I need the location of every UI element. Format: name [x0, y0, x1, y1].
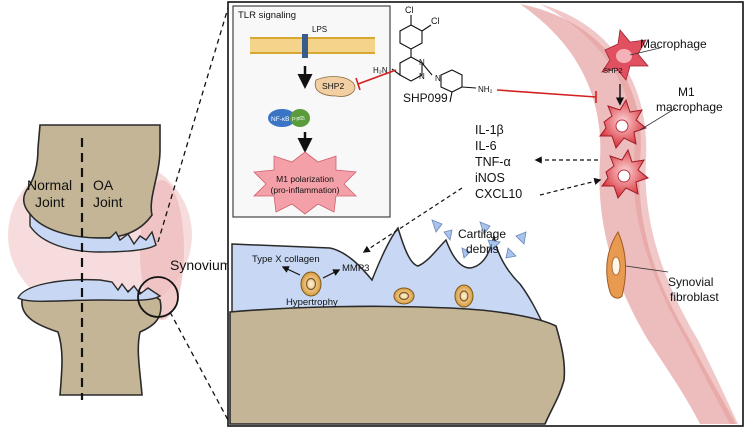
joint-illustration: Normal Joint OA Joint Synovium: [8, 7, 231, 421]
fibroblast-label-2: fibroblast: [670, 290, 719, 304]
p65-label: p-p65: [292, 116, 305, 122]
zoom-panel: Type X collagen MMP3 Hypertrophy Cartila…: [227, 1, 744, 427]
lps-label: LPS: [312, 25, 327, 34]
fibroblast-label-1: Synovial: [668, 275, 713, 289]
cl-atom-1: Cl: [405, 5, 414, 15]
shp099-structure: [391, 15, 477, 103]
cytokine-inos: iNOS: [475, 171, 505, 185]
cytokine-to-cartilage-arrow: [362, 187, 463, 253]
normal-joint-label-2: Joint: [35, 194, 65, 210]
cytokine-tnfa: TNF-α: [475, 155, 511, 169]
upper-cartilage: [29, 211, 157, 253]
hypertrophy-label: Hypertrophy: [286, 297, 338, 308]
oa-joint-label-1: OA: [93, 177, 114, 193]
m1-macrophage-1: [599, 98, 648, 150]
nfkb-protein: [268, 109, 296, 127]
nfkb-label: NF-κB: [271, 116, 289, 123]
cytokine-to-m1-arrow: [539, 177, 602, 196]
inhibition-to-shp2: [355, 69, 397, 91]
synovial-membrane-inner: [540, 4, 738, 424]
cytokine-cxcl10: CXCL10: [475, 187, 522, 201]
lower-cartilage: [17, 278, 162, 302]
p65-protein: [290, 109, 310, 127]
type-x-collagen-label: Type X collagen: [252, 254, 320, 265]
subchondral-bone: [229, 305, 566, 425]
shp099-label: SHP099: [403, 91, 448, 105]
cytokine-list: IL-1β IL-6 TNF-α iNOS CXCL10: [475, 123, 522, 201]
cartilage-debris-label-1: Cartilage: [458, 227, 506, 241]
m1-label-pointer: [639, 107, 677, 131]
macrophage-label-pointer: [629, 47, 661, 56]
cytokine-il1b: IL-1β: [475, 123, 504, 137]
cell-membrane: [250, 37, 375, 54]
m1-polarization-burst: [253, 151, 357, 215]
collagen-arrow: [281, 266, 301, 276]
normal-joint-label-1: Normal: [27, 177, 72, 193]
chondrocyte: [393, 287, 415, 305]
chondrocyte: [454, 284, 474, 308]
macrophage-shp2-label: SHP2: [603, 66, 623, 75]
inhibition-to-macrophage: [496, 89, 597, 103]
m1-macrophage-label-2: macrophage: [656, 100, 723, 114]
mmp3-arrow: [322, 269, 341, 279]
n-atom-2: N: [419, 72, 425, 81]
nh2-group: NH₂: [478, 85, 493, 94]
synovium-zoom-circle: [137, 276, 179, 318]
mmp3-label: MMP3: [342, 263, 369, 274]
cartilage-debris-label-2: debris: [466, 242, 499, 256]
n-atom-1: N: [419, 58, 425, 67]
synovium-label: Synovium: [170, 257, 231, 273]
zoom-line-bottom: [169, 311, 229, 421]
n-atom-3: N: [435, 74, 441, 83]
m1-polarization-label-2: (pro-inflammation): [271, 185, 340, 195]
cytokine-il6: IL-6: [475, 139, 497, 153]
m1-macrophage-2: [601, 148, 650, 200]
m1-polarization-label-1: M1 polarization: [276, 174, 334, 184]
synovial-fibroblast: [606, 230, 626, 299]
synovial-membrane: [520, 4, 736, 424]
h2n-group: H₂N: [373, 66, 388, 75]
hypertrophic-chondrocyte: [300, 271, 322, 297]
zoom-line-top: [157, 7, 229, 243]
shp2-label: SHP2: [322, 81, 344, 91]
oa-joint-label-2: Joint: [93, 194, 123, 210]
tlr-receptor: [302, 34, 308, 58]
shp2-protein: [314, 76, 356, 97]
tlr-signaling-panel: TLR signaling LPS SHP2 NF-κB p-p65 M1 po…: [232, 5, 391, 218]
fibroblast-label-pointer: [625, 265, 669, 273]
cartilage-debris: [431, 219, 527, 259]
tlr-panel-title: TLR signaling: [238, 10, 296, 21]
macrophage-label: Macrophage: [640, 37, 707, 51]
resting-macrophage: [601, 29, 649, 81]
chondrocytes: [300, 271, 474, 308]
m1-macrophage-label-1: M1: [678, 85, 695, 99]
cl-atom-2: Cl: [431, 16, 440, 26]
